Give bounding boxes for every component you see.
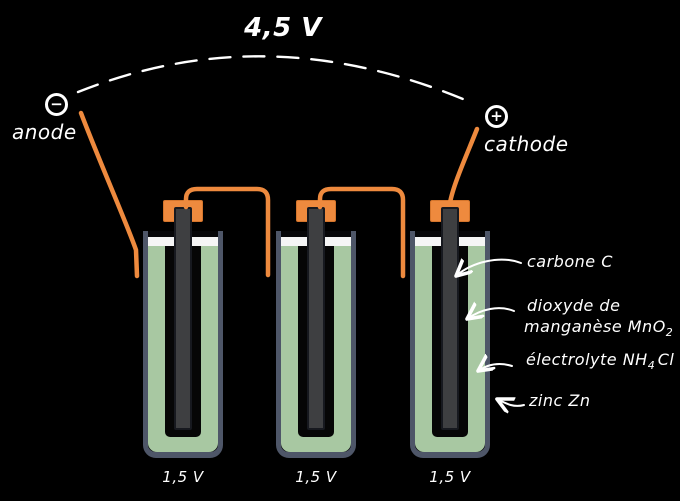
cathode-wire bbox=[433, 126, 480, 208]
mno2-label-line2: manganèse MnO2 bbox=[524, 317, 673, 339]
anode-label: anode bbox=[12, 120, 77, 144]
battery-cell-3: 1,5 V bbox=[410, 200, 490, 500]
carbon-rod bbox=[307, 207, 325, 430]
electrolyte-formula-subscript: 4 bbox=[647, 359, 655, 372]
mno2-formula-subscript: 2 bbox=[665, 326, 673, 339]
battery-cell-1: 1,5 V bbox=[143, 200, 223, 500]
plus-terminal-icon: + bbox=[485, 105, 508, 128]
anode-wire bbox=[78, 110, 140, 279]
electrolyte-formula-tail: Cl bbox=[657, 350, 675, 369]
mno2-label-line1: dioxyde de bbox=[527, 296, 621, 315]
minus-terminal-icon: − bbox=[45, 93, 68, 116]
total-voltage-label: 4,5 V bbox=[244, 13, 322, 43]
plus-symbol: + bbox=[490, 107, 503, 125]
cell-voltage-label: 1,5 V bbox=[295, 468, 337, 486]
cell-voltage-label: 1,5 V bbox=[429, 468, 471, 486]
battery-cell-2: 1,5 V bbox=[276, 200, 356, 500]
zinc-label: zinc Zn bbox=[529, 391, 591, 410]
carbon-rod bbox=[174, 207, 192, 430]
carbon-rod bbox=[441, 207, 459, 430]
cell-voltage-label: 1,5 V bbox=[162, 468, 204, 486]
mno2-formula: manganèse MnO bbox=[524, 317, 666, 336]
cathode-label: cathode bbox=[484, 132, 569, 156]
carbon-label: carbone C bbox=[527, 252, 613, 271]
voltage-arc-dashed-line bbox=[76, 55, 472, 104]
minus-symbol: − bbox=[50, 95, 63, 113]
electrolyte-formula: électrolyte NH bbox=[526, 350, 648, 369]
zinc-arrow bbox=[497, 399, 525, 406]
